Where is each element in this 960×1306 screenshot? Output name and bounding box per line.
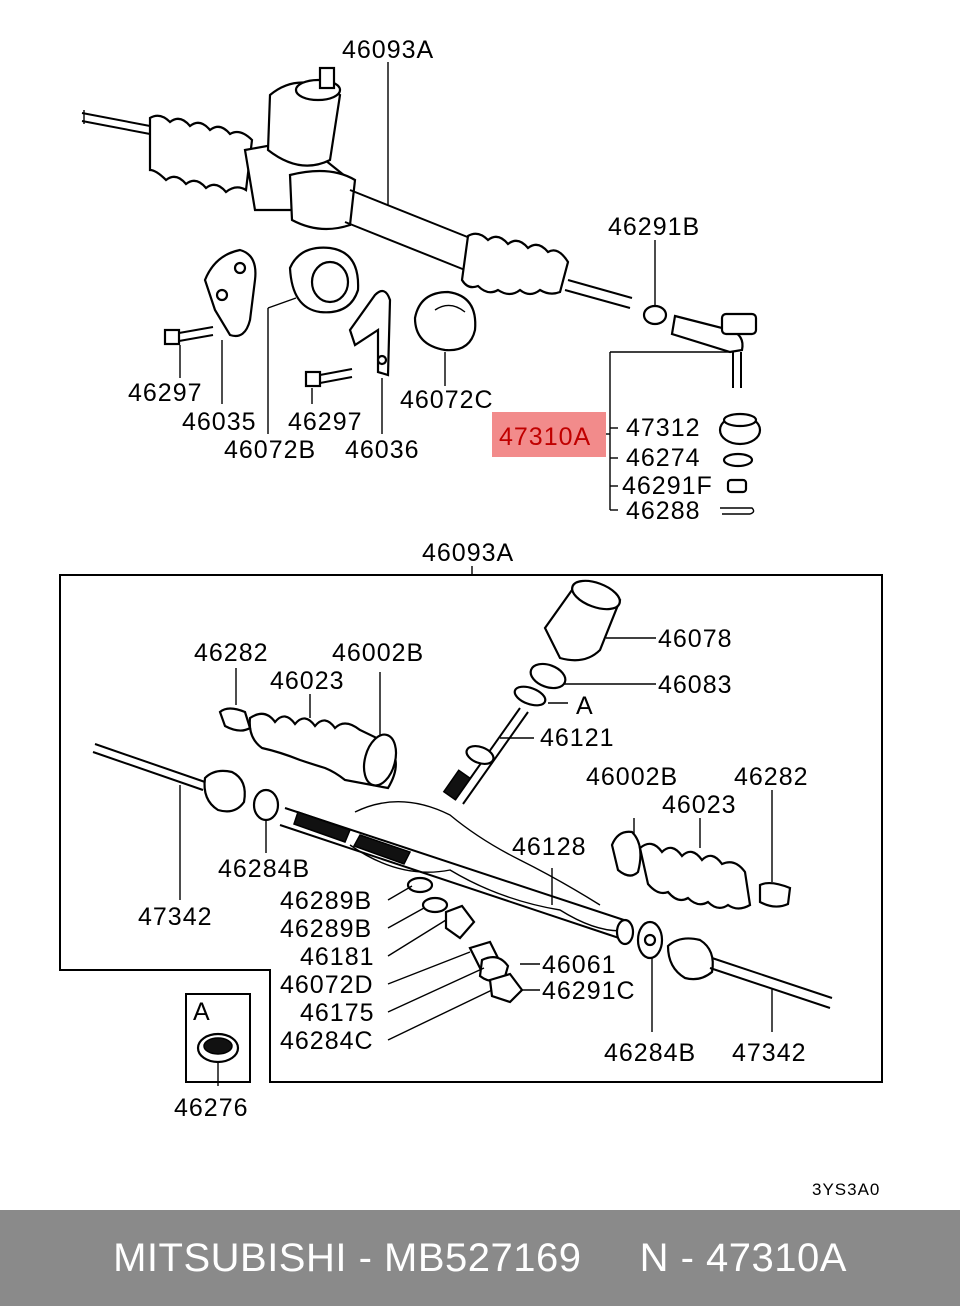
label-46284B-right: 46284B xyxy=(604,1039,696,1067)
label-46002B-left: 46002B xyxy=(332,639,424,667)
label-46284C: 46284C xyxy=(280,1027,374,1055)
footer-bar: MITSUBISHI - MB527169 N - 47310A xyxy=(0,1210,960,1306)
label-46072C: 46072C xyxy=(400,386,494,414)
label-47342-right: 47342 xyxy=(732,1039,807,1067)
label-46083: 46083 xyxy=(658,671,733,699)
label-A: A xyxy=(576,692,594,720)
label-46289B-1: 46289B xyxy=(280,887,372,915)
label-46297-left: 46297 xyxy=(128,379,203,407)
label-46072B: 46072B xyxy=(224,436,316,464)
steering-rack-assembly-drawing xyxy=(81,66,758,388)
highlight-box xyxy=(492,412,606,457)
label-46093A-top: 46093A xyxy=(342,36,434,64)
label-46291F: 46291F xyxy=(622,472,713,500)
label-46291B: 46291B xyxy=(608,213,700,241)
label-46297-right: 46297 xyxy=(288,408,363,436)
figure-code: 3YS3A0 xyxy=(812,1180,880,1199)
label-47342-left: 47342 xyxy=(138,903,213,931)
label-46289B-2: 46289B xyxy=(280,915,372,943)
label-46274: 46274 xyxy=(626,444,701,472)
label-46181: 46181 xyxy=(300,943,375,971)
label-46175: 46175 xyxy=(300,999,375,1027)
label-46282-left: 46282 xyxy=(194,639,269,667)
label-46072D: 46072D xyxy=(280,971,374,999)
label-46276: 46276 xyxy=(174,1094,249,1122)
label-46061: 46061 xyxy=(542,951,617,979)
label-46284B-left: 46284B xyxy=(218,855,310,883)
label-46023-left: 46023 xyxy=(270,667,345,695)
kit-parts-drawing xyxy=(718,412,762,515)
label-46282-right: 46282 xyxy=(734,763,809,791)
label-46078: 46078 xyxy=(658,625,733,653)
label-46093A-box: 46093A xyxy=(422,539,514,567)
footer-part-info: MITSUBISHI - MB527169 N - 47310A xyxy=(113,1235,847,1280)
bracket-parts-drawing xyxy=(163,246,477,388)
label-46035: 46035 xyxy=(182,408,257,436)
inset-part-drawing xyxy=(196,1032,240,1086)
label-46288: 46288 xyxy=(626,497,701,525)
exploded-leader-lines xyxy=(179,637,773,1041)
top-leader-lines xyxy=(179,62,730,511)
exploded-view-frame xyxy=(59,574,883,1083)
label-47310A-highlighted[interactable]: 47310A xyxy=(499,423,591,451)
label-47312: 47312 xyxy=(626,414,701,442)
parts-diagram: 46093A 46291B 46297 46035 46072B 46297 4… xyxy=(59,36,883,1199)
label-46002B-right: 46002B xyxy=(586,763,678,791)
label-46121: 46121 xyxy=(540,724,615,752)
label-46036: 46036 xyxy=(345,436,420,464)
inset-a-letter: A xyxy=(193,998,211,1026)
label-46291C: 46291C xyxy=(542,977,636,1005)
exploded-parts-drawing xyxy=(92,579,833,1009)
label-46128: 46128 xyxy=(512,833,587,861)
label-46023-right: 46023 xyxy=(662,791,737,819)
